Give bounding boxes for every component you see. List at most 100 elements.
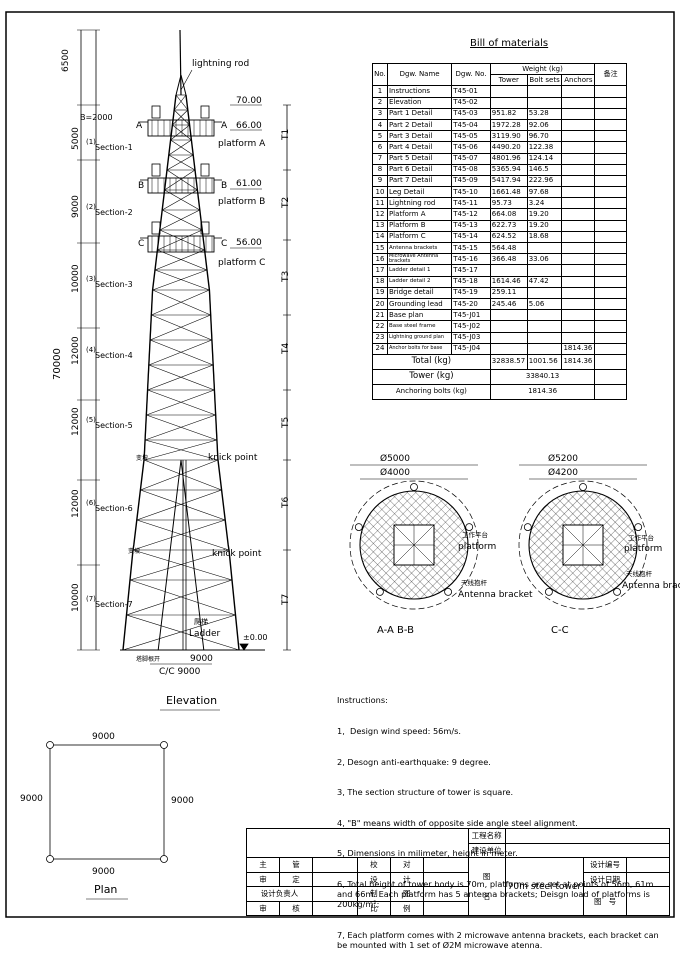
tower-brace: [147, 364, 214, 391]
bracket-cn-1: 天线抱杆: [461, 578, 488, 587]
bom-cell: 622.73: [489, 219, 528, 232]
antenna-bracket-circle: [465, 523, 474, 531]
bom-cell: [526, 241, 563, 255]
bom-cell: T45-06: [451, 141, 491, 154]
bom-cell: 3: [372, 107, 388, 120]
bom-cell: T45-J01: [451, 309, 491, 322]
bom-cell: 1614.46: [489, 275, 528, 288]
bom-cell: T45-08: [451, 163, 491, 176]
bom-title: Bill of materials: [470, 38, 549, 49]
bom-cell: T45-11: [451, 197, 491, 210]
bom-cell: [594, 297, 627, 311]
tb-r1b: 管: [278, 857, 313, 873]
bom-cell: T45-13: [451, 219, 491, 232]
section-label: Section-6: [95, 504, 133, 513]
bom-cell: 122.38: [526, 141, 563, 154]
tower-brace: [126, 614, 240, 651]
bracket-label-1: Antenna bracket: [458, 590, 533, 600]
tb-design-date: 设计日期: [583, 871, 628, 887]
bom-cell: 951.82: [489, 107, 528, 120]
bom-cell: T45-05: [451, 130, 491, 143]
antenna-bracket: [200, 163, 210, 177]
bom-cell: [594, 197, 627, 210]
bom-cell: Bridge detail: [386, 286, 453, 299]
bom-cell: Part 4 Detail: [386, 141, 453, 154]
outer-circle: [349, 480, 479, 610]
tb-r2-sign: [311, 871, 358, 887]
bom-cell: Part 7 Detail: [386, 174, 453, 188]
tb-r1d: 对: [389, 857, 424, 873]
ground-level: ±0.00: [243, 633, 268, 642]
tb-r4a: 审: [246, 900, 280, 916]
section-label: Section-2: [95, 208, 133, 217]
bom-cell: T45-20: [451, 297, 491, 311]
platform-b-letter-left: B: [138, 181, 144, 191]
section-mark: (3): [86, 275, 96, 283]
bom-header-no: No.: [372, 62, 388, 87]
tower-brace: [170, 124, 190, 141]
platform-c-letter-left: C: [138, 239, 144, 249]
bom-cell: [561, 197, 596, 210]
bom-header-weight: Weight (kg): [489, 62, 596, 76]
tb-r4d: 例: [389, 900, 424, 916]
bom-cell: [594, 163, 627, 176]
bom-cell: [594, 130, 627, 143]
section-mark: (6): [86, 499, 96, 507]
bom-cell: 259.11: [489, 286, 528, 299]
bom-cell: [594, 219, 627, 232]
ground-level-marker: [239, 643, 249, 651]
instruction-line-3: 3, The section structure of tower is squ…: [337, 787, 514, 798]
bom-cell: [561, 309, 596, 322]
bom-cell: 97.68: [526, 186, 563, 199]
tower-brace: [147, 389, 216, 416]
bom-cell: T45-04: [451, 118, 491, 132]
tier-label: T1: [281, 129, 291, 141]
bom-cell: [594, 241, 627, 255]
bom-cell: [489, 331, 528, 344]
sheet-border: [5, 11, 675, 918]
plan-view: 9000 9000 9000 9000 Plan: [20, 732, 194, 900]
tb-row-4: 审 定 设 计 设计日期: [246, 871, 670, 887]
bom-cell: 1972.28: [489, 118, 528, 132]
bom-cell: [561, 208, 596, 221]
platform-b-level: 61.00: [236, 179, 262, 189]
bom-cell: [561, 331, 596, 344]
antenna-bracket-circle: [545, 588, 553, 596]
base-cn: 塔脚根开: [136, 655, 160, 663]
plan-square: [49, 744, 165, 860]
bom-tower-value: 33840.13: [489, 368, 596, 385]
bom-cell: [526, 85, 563, 98]
bom-cell: [561, 297, 596, 311]
bom-cell: [489, 342, 528, 355]
tower-brace: [132, 549, 233, 581]
elevation-title: Elevation: [166, 694, 217, 707]
tower-brace: [164, 169, 196, 191]
tb-r3c: 图: [389, 886, 424, 902]
section-mark: (7): [86, 595, 96, 603]
tb-r3-sign2: [422, 886, 469, 902]
platform-c-label: platform C: [218, 258, 265, 268]
tb-design-no: 设计编号: [583, 857, 628, 873]
knick-cn-2: 变坡: [128, 547, 140, 555]
tier-label: T6: [281, 497, 291, 509]
tower-brace: [151, 314, 213, 341]
section-cc-outer: Ø5200: [548, 453, 578, 464]
tower-brace: [149, 314, 211, 341]
platform-a-label: platform A: [218, 139, 266, 149]
bom-cell: 3.24: [526, 197, 563, 210]
bom-cell: [526, 309, 563, 322]
tower-brace: [144, 414, 216, 441]
bom-cell: [526, 264, 563, 277]
platform-rail: [147, 177, 215, 194]
section-label: Section-1: [95, 143, 133, 152]
bom-cell: [594, 253, 627, 266]
bom-cell: 13: [372, 219, 388, 232]
tower-brace: [146, 389, 215, 416]
